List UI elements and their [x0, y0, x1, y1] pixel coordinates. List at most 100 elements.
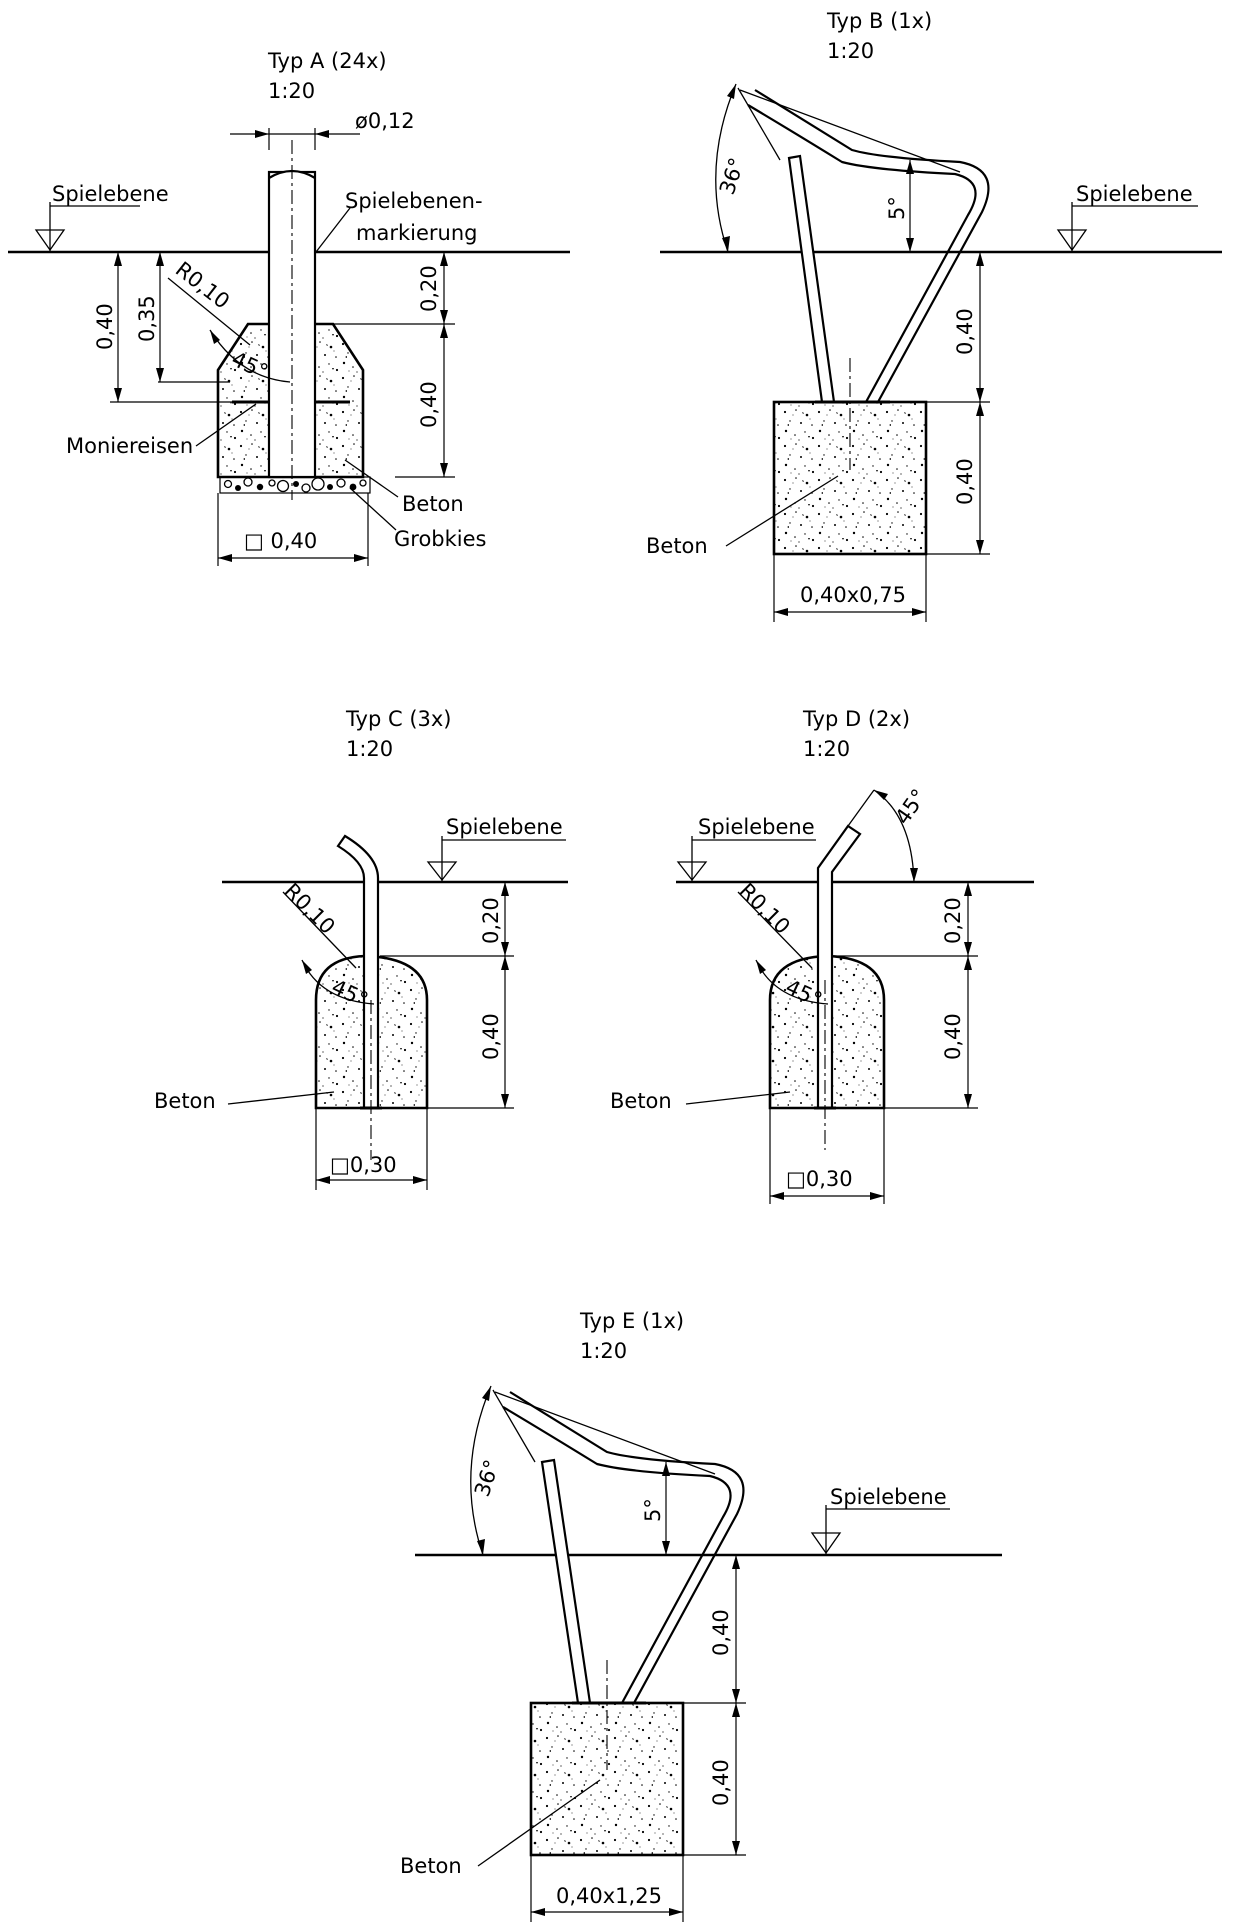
type-e-title: Typ E (1x) — [579, 1309, 684, 1333]
type-e-curved-frame-inner — [502, 1406, 732, 1704]
type-d-dim-top-label: 0,20 — [941, 897, 965, 944]
type-d-top-angle-ref — [847, 789, 875, 827]
type-c-title: Typ C (3x) — [345, 707, 452, 731]
type-c-height-dims — [380, 882, 514, 1109]
type-b-angle-ref — [737, 87, 781, 161]
type-b-height-dims — [926, 252, 990, 555]
type-a-level-symbol-icon — [34, 202, 140, 252]
type-a-gravel-leader — [349, 487, 397, 531]
type-e-level-symbol-icon — [810, 1505, 950, 1555]
type-b-dim-lower-label: 0,40 — [953, 458, 977, 505]
type-e-front-leg — [540, 1458, 592, 1705]
type-d-width-dim — [769, 1108, 885, 1204]
type-b-angle-incline-label: 36° — [715, 155, 749, 198]
type-b-ground-label: Spielebene — [1076, 182, 1193, 206]
type-e-group: Typ E (1x) 1:20 Spielebene 36° 5° — [400, 1309, 1002, 1922]
type-d-radius-leader — [737, 891, 813, 969]
type-b-curved-frame-inner — [747, 104, 977, 403]
type-b-incline-extension — [739, 89, 961, 173]
type-c-concrete-label: Beton — [154, 1089, 216, 1113]
type-c-width-label: □0,30 — [330, 1153, 397, 1177]
type-d-angle-top-label: 45° — [890, 785, 931, 829]
type-d-height-dims — [834, 882, 978, 1109]
type-d-dim-bottom-label: 0,40 — [941, 1013, 965, 1060]
type-d-width-label: □0,30 — [786, 1167, 853, 1191]
type-d-concrete-label: Beton — [610, 1089, 672, 1113]
type-e-width-dim — [530, 1855, 684, 1922]
type-c-dim-top-label: 0,20 — [479, 897, 503, 944]
type-a-depth-rebar-label: 0,35 — [135, 295, 159, 342]
type-a-concrete-label: Beton — [402, 492, 464, 516]
type-c-radius-leader — [282, 891, 357, 969]
type-a-radius-leader — [167, 277, 251, 346]
type-d-concrete-leader — [685, 1091, 791, 1105]
type-a-marker-leader — [315, 207, 351, 253]
type-d-level-symbol-icon — [676, 836, 816, 882]
type-c-width-dim — [315, 1108, 428, 1190]
type-a-rebar-label: Moniereisen — [66, 434, 193, 458]
type-a-diameter-label: ø0,12 — [355, 109, 415, 133]
type-a-diameter-dim — [230, 128, 360, 150]
type-a-dim-top-label: 0,20 — [417, 265, 441, 312]
type-e-height-dims — [683, 1555, 746, 1856]
type-c-scale: 1:20 — [346, 737, 393, 761]
type-b-width-label: 0,40x0,75 — [800, 583, 906, 607]
type-e-concrete-block — [529, 1701, 685, 1857]
type-b-title: Typ B (1x) — [826, 9, 932, 33]
type-a-scale: 1:20 — [268, 79, 315, 103]
type-b-concrete-leader — [725, 475, 839, 547]
type-d-group: Typ D (2x) 1:20 Spielebene 45° R0,10 45° — [610, 707, 1034, 1204]
type-a-group: Typ A (24x) 1:20 Spielebene — [8, 49, 570, 566]
type-b-level-symbol-icon — [1056, 202, 1198, 252]
type-e-dim-lower-label: 0,40 — [709, 1759, 733, 1806]
type-e-curved-frame — [509, 1391, 745, 1704]
type-a-depth-total-label: 0,40 — [93, 303, 117, 350]
type-b-concrete-label: Beton — [646, 534, 708, 558]
type-d-scale: 1:20 — [803, 737, 850, 761]
type-e-width-label: 0,40x1,25 — [556, 1884, 662, 1908]
type-a-title: Typ A (24x) — [267, 49, 387, 73]
type-c-group: Typ C (3x) 1:20 Spielebene R0,10 45° 0,2… — [154, 707, 568, 1190]
type-b-concrete-block — [772, 400, 928, 556]
type-b-curved-frame — [754, 89, 990, 403]
type-a-gravel-label: Grobkies — [394, 527, 486, 551]
type-a-ground-label: Spielebene — [52, 182, 169, 206]
type-e-angle-ref — [492, 1389, 536, 1463]
type-e-concrete-leader — [477, 1779, 601, 1867]
type-b-angle-small-label: 5° — [885, 196, 909, 220]
type-b-width-dim — [773, 554, 927, 622]
type-b-scale: 1:20 — [827, 39, 874, 63]
type-c-concrete-leader — [227, 1091, 335, 1105]
type-d-radius-label: R0,10 — [734, 879, 794, 939]
type-e-ground-label: Spielebene — [830, 1485, 947, 1509]
type-e-scale: 1:20 — [580, 1339, 627, 1363]
type-d-ground-label: Spielebene — [698, 815, 815, 839]
type-a-height-dims — [330, 252, 455, 478]
type-c-post — [336, 834, 380, 1110]
type-a-depth-dims — [110, 252, 232, 403]
type-b-front-leg — [787, 154, 836, 404]
type-d-title: Typ D (2x) — [802, 707, 910, 731]
type-a-dim-bottom-label: 0,40 — [417, 381, 441, 428]
type-a-marker-label-1: Spielebenen- — [345, 189, 483, 213]
type-e-incline-extension — [494, 1391, 716, 1475]
type-a-radius-label: R0,10 — [171, 257, 234, 314]
type-a-gravel-layer — [219, 476, 371, 494]
type-c-level-symbol-icon — [426, 836, 566, 882]
type-b-group: Typ B (1x) 1:20 Spielebene 36° 5° — [646, 9, 1222, 622]
type-a-width-dim — [217, 493, 369, 566]
type-e-incline-arc — [470, 1385, 492, 1556]
type-b-incline-arc — [715, 83, 737, 253]
type-c-dim-bottom-label: 0,40 — [479, 1013, 503, 1060]
type-e-angle-small-label: 5° — [641, 1498, 665, 1522]
type-a-rebar-leader — [195, 403, 257, 447]
type-e-concrete-label: Beton — [400, 1854, 462, 1878]
type-e-dim-upper-label: 0,40 — [709, 1609, 733, 1656]
type-b-dim-upper-label: 0,40 — [953, 308, 977, 355]
type-c-ground-label: Spielebene — [446, 815, 563, 839]
type-a-width-label: □ 0,40 — [244, 529, 317, 553]
type-e-angle-incline-label: 36° — [470, 1457, 504, 1500]
type-c-radius-label: R0,10 — [279, 879, 339, 939]
type-a-marker-label-2: markierung — [356, 221, 477, 245]
